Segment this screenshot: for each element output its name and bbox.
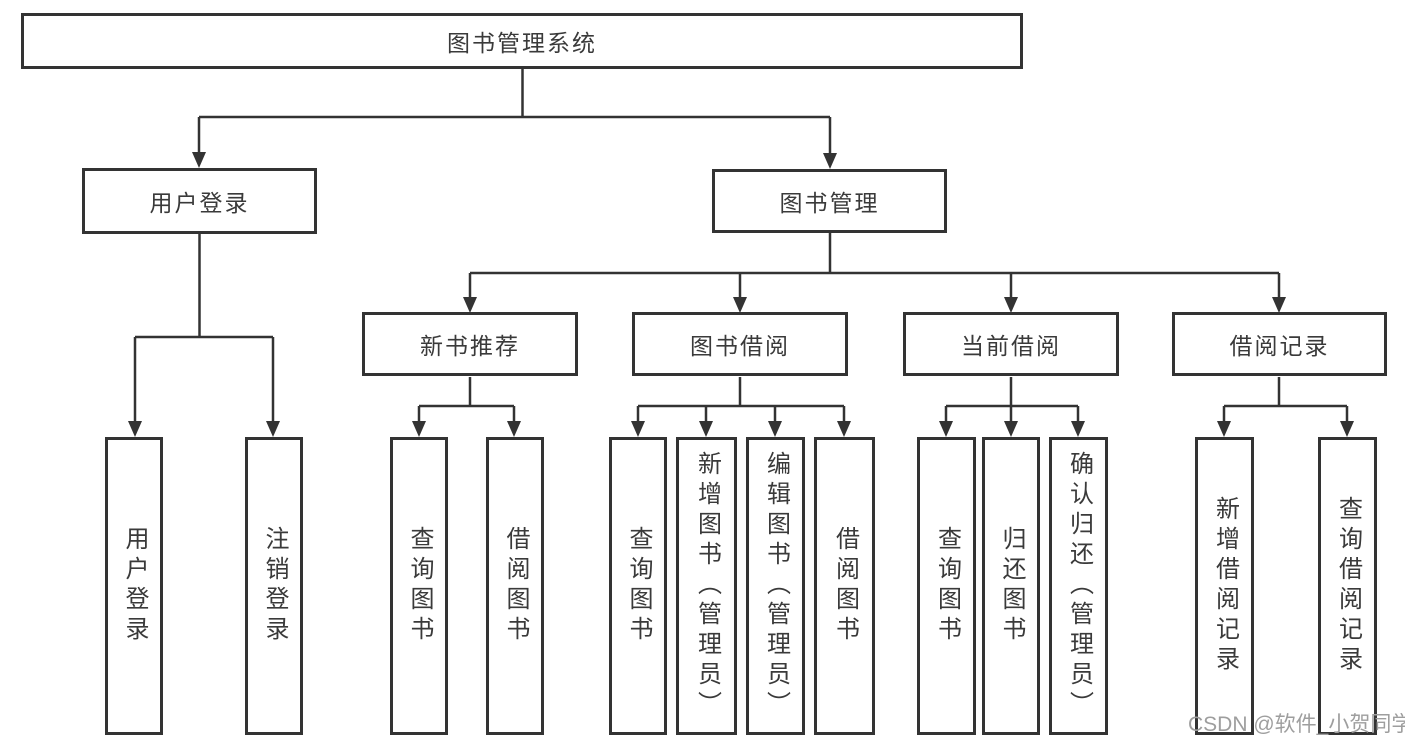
leaf-add-books-admin: 新增图书（管理员） [676,437,737,735]
leaf-recommend-borrow-books: 借阅图书 [486,437,544,735]
node-book-borrowing: 图书借阅 [632,312,848,376]
node-root: 图书管理系统 [21,13,1023,69]
node-current-borrowing-label: 当前借阅 [961,333,1061,359]
leaf-return-books: 归还图书 [982,437,1040,735]
leaf-user-login-label: 用户登录 [121,526,148,646]
leaf-logout-label: 注销登录 [261,526,288,646]
node-user-login-branch-label: 用户登录 [149,190,250,216]
leaf-edit-books-admin-label: 编辑图书（管理员） [762,451,790,721]
node-user-login-branch: 用户登录 [82,168,317,234]
leaf-borrowing-borrow-books: 借阅图书 [814,437,875,735]
leaf-edit-books-admin: 编辑图书（管理员） [746,437,805,735]
leaf-return-books-label: 归还图书 [998,526,1025,646]
node-new-book-recommend: 新书推荐 [362,312,578,376]
node-root-label: 图书管理系统 [447,30,597,56]
leaf-query-borrow-record: 查询借阅记录 [1318,437,1377,735]
node-new-book-recommend-label: 新书推荐 [420,333,520,359]
leaf-logout: 注销登录 [245,437,303,735]
node-book-management: 图书管理 [712,169,947,233]
csdn-watermark: CSDN @软件_小贺同学 [1188,713,1405,736]
leaf-borrowing-query-books-label: 查询图书 [625,526,652,646]
node-borrowing-records-label: 借阅记录 [1229,333,1330,359]
leaf-add-borrow-record-label: 新增借阅记录 [1211,496,1239,676]
node-book-borrowing-label: 图书借阅 [690,333,790,359]
leaf-current-query-books-label: 查询图书 [933,526,961,646]
leaf-borrowing-borrow-books-label: 借阅图书 [831,526,859,646]
node-book-management-label: 图书管理 [779,190,880,216]
leaf-recommend-borrow-books-label: 借阅图书 [502,526,529,646]
leaf-confirm-return-admin-label: 确认归还（管理员） [1065,451,1093,721]
leaf-add-books-admin-label: 新增图书（管理员） [693,451,721,721]
leaf-current-query-books: 查询图书 [917,437,976,735]
leaf-recommend-query-books-label: 查询图书 [406,526,433,646]
leaf-user-login: 用户登录 [105,437,163,735]
node-borrowing-records: 借阅记录 [1172,312,1387,376]
leaf-confirm-return-admin: 确认归还（管理员） [1049,437,1108,735]
leaf-add-borrow-record: 新增借阅记录 [1195,437,1254,735]
leaf-borrowing-query-books: 查询图书 [609,437,667,735]
leaf-query-borrow-record-label: 查询借阅记录 [1334,496,1362,676]
leaf-recommend-query-books: 查询图书 [390,437,448,735]
node-current-borrowing: 当前借阅 [903,312,1119,376]
